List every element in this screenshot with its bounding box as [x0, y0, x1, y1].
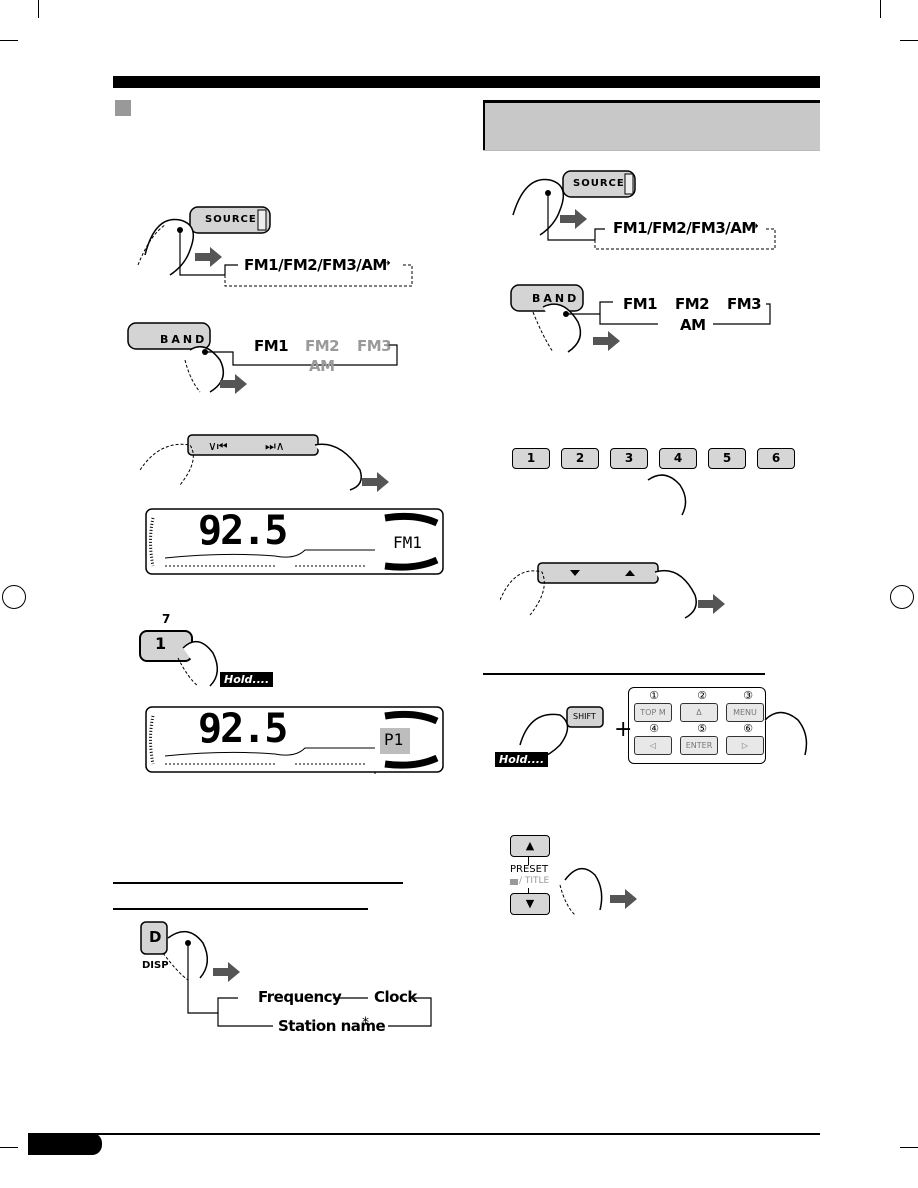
num-6: ⑥ — [743, 722, 753, 735]
disp-asterisk: * — [362, 1015, 369, 1031]
folder-icon — [510, 879, 518, 885]
left-seek-illustration: ∨⏮ ⏭∧ — [140, 434, 389, 492]
menu-button[interactable]: MENU — [726, 703, 764, 722]
crop-mark-br — [900, 1147, 918, 1148]
preset-connector-top — [528, 857, 529, 865]
preset-button-5[interactable]: 5 — [708, 448, 746, 469]
disp-caption: DISP — [142, 960, 169, 971]
preset-down-button[interactable]: ▼ — [510, 893, 550, 915]
preset-button-1-label: 1 — [155, 634, 167, 653]
crop-mark-tr — [900, 40, 918, 41]
left-source-button-label: SOURCE — [205, 214, 257, 225]
preset-button-1[interactable]: 1 — [512, 448, 550, 469]
left-underline-1 — [113, 882, 403, 884]
registration-mark-left — [2, 585, 26, 609]
right-source-illustration — [512, 170, 776, 250]
right-band-am: AM — [680, 316, 706, 334]
enter-button[interactable]: ENTER — [680, 736, 718, 755]
shift-keypad-frame — [628, 687, 766, 764]
left-display-1 — [145, 508, 444, 575]
right-underline — [483, 673, 765, 675]
right-seek-illustration — [500, 562, 725, 619]
display-2-frequency: 92.5 — [198, 706, 288, 752]
bottom-rule — [28, 1133, 820, 1135]
left-underline-2 — [113, 908, 368, 910]
plus-sign: + — [614, 717, 633, 742]
preset-label: PRESET — [510, 864, 549, 875]
disp-station-name: Station name — [278, 1017, 386, 1035]
right-band-illustration — [510, 284, 771, 353]
shift-illustration — [519, 706, 604, 759]
right-banner-shadow — [483, 150, 820, 151]
disp-illustration — [140, 921, 432, 1027]
num-5: ⑤ — [697, 722, 707, 735]
left-band-button-label: BAND — [160, 333, 208, 346]
preset-superscript: 7 — [162, 612, 171, 626]
top-rule — [113, 76, 820, 88]
preset-finger-illustration — [559, 867, 637, 916]
preset-hold-illustration — [139, 630, 219, 687]
num-1: ① — [649, 689, 659, 702]
svg-text:∨⏮: ∨⏮ — [208, 439, 228, 453]
disp-frequency: Frequency — [258, 988, 342, 1006]
left-band-fm2: FM2 — [305, 337, 340, 355]
preset-button-4[interactable]: 4 — [659, 448, 697, 469]
left-triangle-button[interactable]: ◁ — [634, 736, 672, 755]
num-2: ② — [697, 689, 707, 702]
disp-button-label: D — [149, 928, 162, 946]
shift-button-label: SHIFT — [573, 712, 596, 721]
right-band-fm1: FM1 — [623, 295, 658, 313]
num-4: ④ — [649, 722, 659, 735]
hold-label-right: Hold.... — [495, 752, 549, 767]
left-band-fm1: FM1 — [254, 337, 289, 355]
preset-button-6[interactable]: 6 — [757, 448, 795, 469]
left-source-arrow: ➝ — [380, 256, 391, 271]
preset-connector-bottom — [528, 888, 529, 894]
crop-mark-bl — [0, 1147, 18, 1148]
left-band-am: AM — [309, 357, 335, 375]
right-band-fm2: FM2 — [675, 295, 710, 313]
page-number-tab — [28, 1133, 102, 1155]
registration-mark-right — [890, 585, 914, 609]
right-section-banner — [483, 100, 820, 150]
left-band-illustration — [127, 322, 398, 394]
right-source-arrow: ➝ — [748, 219, 759, 234]
top-m-button[interactable]: TOP M — [634, 703, 672, 722]
crop-mark-tl-v — [38, 0, 39, 18]
right-band-fm3: FM3 — [727, 295, 762, 313]
display-1-band: FM1 — [393, 533, 422, 552]
svg-text:⏭∧: ⏭∧ — [265, 439, 285, 453]
hold-label-left: Hold.... — [220, 672, 274, 687]
preset-button-2[interactable]: 2 — [561, 448, 599, 469]
num-3: ③ — [743, 689, 753, 702]
crop-mark-tl — [0, 40, 18, 41]
left-source-illustration — [137, 206, 413, 287]
section-marker — [115, 100, 131, 116]
crop-mark-tr-v — [880, 0, 881, 18]
title-label: / TITLE — [519, 876, 550, 886]
left-band-fm3: FM3 — [357, 337, 392, 355]
right-source-sequence: FM1/FM2/FM3/AM — [613, 219, 756, 237]
up-delta-button[interactable]: Δ — [680, 703, 718, 722]
shift-finger-right — [764, 711, 808, 756]
display-1-frequency: 92.5 — [198, 508, 288, 554]
preset-up-button[interactable]: ▲ — [510, 835, 550, 857]
right-source-button-label: SOURCE — [573, 178, 625, 189]
left-display-2 — [145, 706, 444, 774]
right-triangle-button[interactable]: ▷ — [726, 736, 764, 755]
preset-button-3[interactable]: 3 — [610, 448, 648, 469]
display-2-preset: P1 — [384, 730, 404, 749]
disp-clock: Clock — [374, 988, 417, 1006]
left-source-sequence: FM1/FM2/FM3/AM — [244, 256, 387, 274]
right-finger-illustration — [647, 474, 687, 516]
right-band-button-label: BAND — [532, 292, 580, 305]
